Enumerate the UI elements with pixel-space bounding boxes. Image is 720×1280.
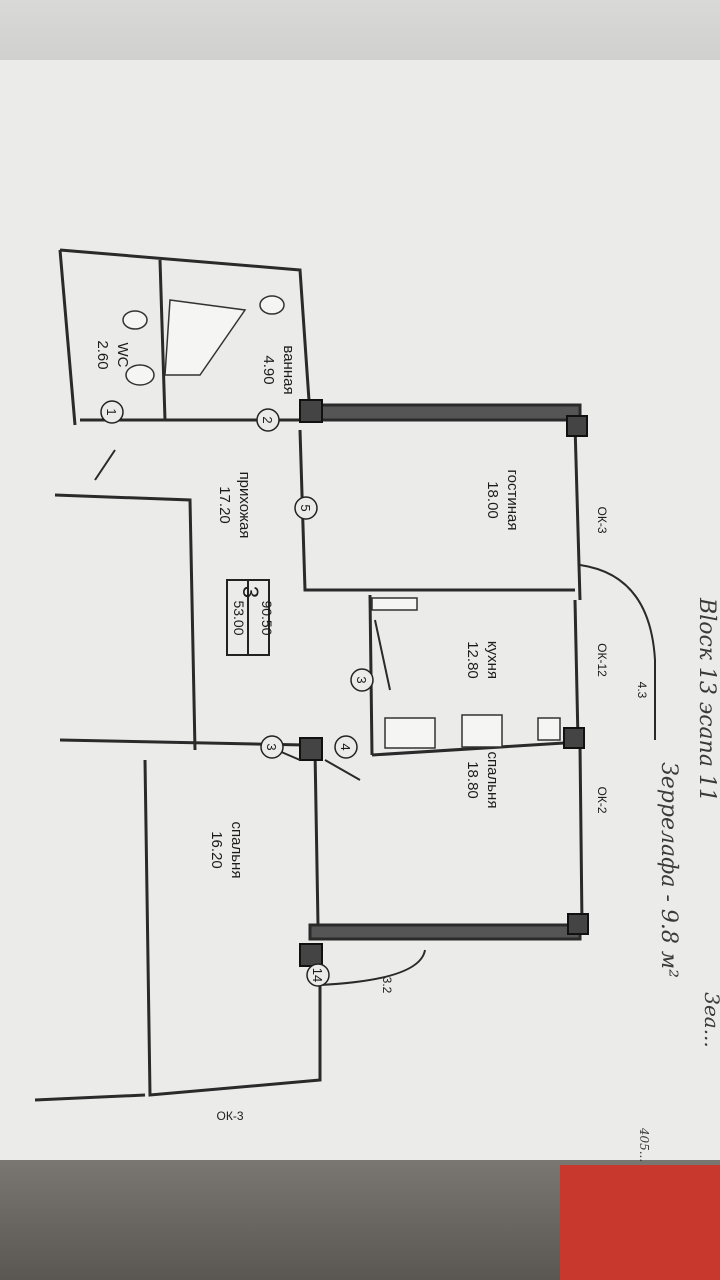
wall-kitchen-bottom [371, 740, 581, 757]
room-area: 2.60 [94, 340, 111, 369]
door-arc-living [579, 564, 656, 661]
room-number: 3 [264, 743, 279, 750]
door-leaf [374, 619, 391, 691]
wall-bottom-left [34, 1093, 146, 1102]
apartment-rooms-count: 3 [238, 586, 263, 598]
wall-kitchen-right [573, 599, 580, 741]
room-name: спальня [228, 822, 245, 879]
wall-corridor-left [54, 493, 197, 751]
room-number-circle [256, 408, 280, 432]
toilet-icon [122, 310, 148, 330]
window-label: ОК-12 [595, 643, 609, 677]
window-label: ОК-3 [595, 507, 609, 534]
sink-icon [125, 364, 155, 386]
paper-sheet [0, 60, 720, 1220]
room-number: 2 [260, 416, 275, 423]
room-name: ванная [280, 345, 297, 394]
wall-bedroom1-bottom [308, 923, 582, 941]
column [567, 913, 589, 935]
window-label: ОК-2 [595, 787, 609, 814]
door-leaf [94, 449, 116, 481]
room-area: 4.90 [260, 355, 277, 384]
wall-living-right [573, 424, 582, 601]
handwritten-note: Зеррелафа - 9.8 м² [656, 762, 681, 978]
dimension-label: 4.3 [635, 682, 649, 699]
room-number: 14 [310, 968, 325, 982]
room-number-circle [294, 496, 318, 520]
column [563, 727, 585, 749]
columns [299, 399, 589, 967]
room-name: прихожая [236, 472, 253, 539]
room-number-circle [260, 735, 284, 759]
dimension-label: 3.2 [380, 977, 394, 994]
wall-bedroom2 [143, 759, 322, 1097]
column [566, 415, 588, 437]
room-name: гостиная [504, 470, 521, 531]
red-folder [560, 1165, 720, 1280]
room-number-circle [334, 735, 358, 759]
room-name: WC [114, 343, 131, 368]
wall-wc-left [58, 249, 77, 426]
wall-bedroom1-left [313, 749, 320, 926]
window-label: ОК-3 [217, 1109, 244, 1123]
bathtub-icon [164, 299, 247, 376]
wall-bath-top [59, 248, 312, 416]
room-number-circle [350, 668, 374, 692]
room-area: 16.20 [208, 831, 225, 869]
fixtures [122, 295, 561, 749]
wall-wc-bath [158, 259, 167, 421]
apartment-living-area: 53.00 [231, 600, 247, 635]
room-area: 18.00 [484, 481, 501, 519]
apartment-badge [226, 579, 270, 656]
wall-living-bottom [298, 429, 575, 592]
apartment-total-area: 90.50 [259, 600, 275, 635]
kitchen-sink-icon [384, 717, 436, 749]
cabinet-icon [371, 597, 418, 611]
column [299, 737, 323, 761]
fridge-icon [537, 717, 561, 741]
room-number-circles: 1 2 5 3 4 3 14 [100, 400, 374, 987]
column [299, 399, 323, 423]
room-number: 5 [298, 504, 313, 511]
sink-icon [259, 295, 285, 315]
stove-icon [461, 714, 503, 748]
room-name: спальня [484, 752, 501, 809]
handwritten-note: 3ea... [700, 992, 720, 1048]
room-area: 18.80 [464, 761, 481, 799]
room-number-circle [306, 963, 330, 987]
door-arc-bedroom [319, 949, 426, 986]
room-area: 12.80 [464, 641, 481, 679]
room-area: 17.20 [216, 486, 233, 524]
handwritten-note: Вlocк 13 эcапа 11 [694, 597, 719, 802]
column [299, 943, 323, 967]
room-number-circle [100, 400, 124, 424]
door-arcs [94, 449, 656, 986]
room-number: 1 [104, 408, 119, 415]
room-name: кухня [484, 641, 501, 679]
room-number: 3 [354, 676, 369, 683]
door-leaf [324, 759, 361, 781]
room-number: 4 [338, 743, 353, 750]
wall-bedroom1-right [578, 744, 584, 926]
handwritten-note: 405... [637, 1127, 651, 1162]
wall-living-top [308, 403, 582, 422]
